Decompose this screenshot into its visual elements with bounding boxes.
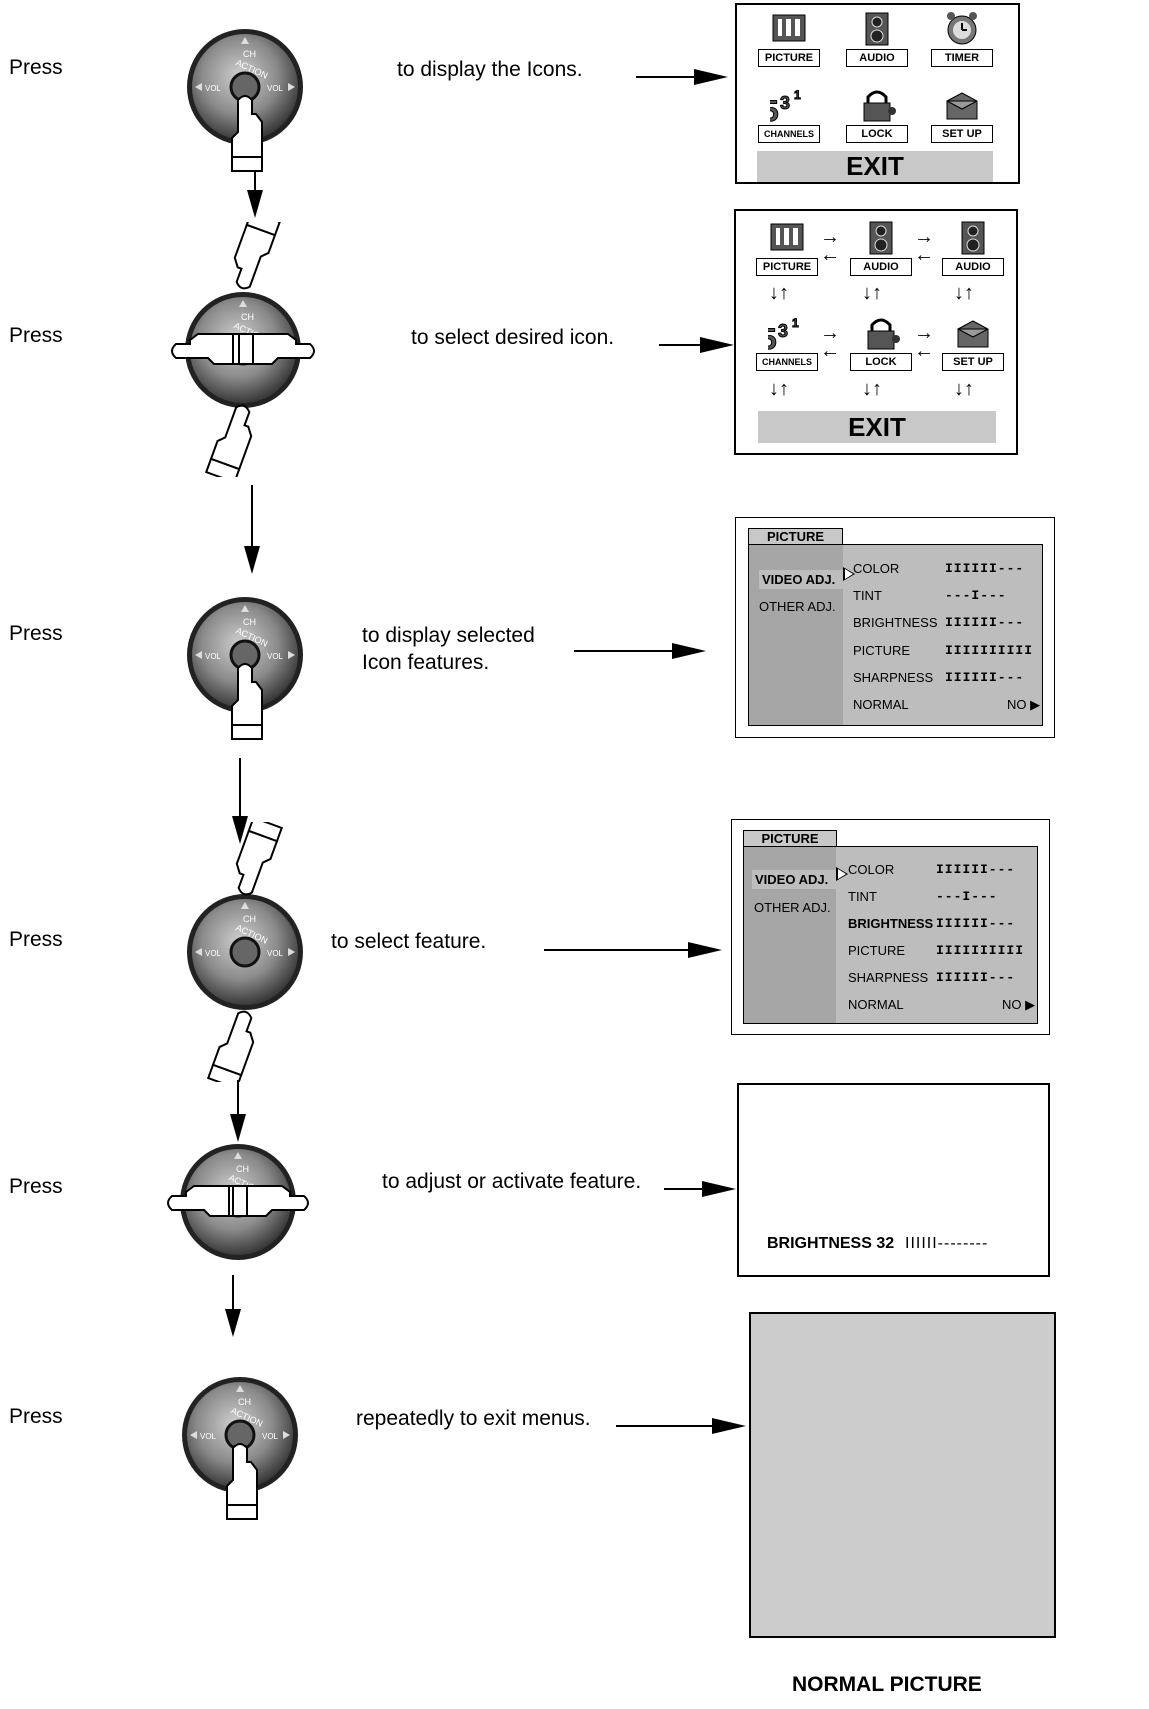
audio-icon: AUDIO <box>850 220 912 276</box>
row-label: SHARPNESS <box>853 670 934 685</box>
press-label-1: Press <box>9 56 63 79</box>
row-value: IIIIII--- <box>936 916 1016 931</box>
adjust-screen: BRIGHTNESS 32 IIIIII-------- <box>737 1083 1050 1277</box>
row-label: TINT <box>853 588 882 603</box>
arrow-left-icon: ← <box>914 340 934 362</box>
svg-text:3: 3 <box>780 93 790 113</box>
row-label: COLOR <box>848 862 895 877</box>
picture-menu-1: PICTURE VIDEO ADJ. OTHER ADJ. COLOR IIII… <box>735 517 1055 738</box>
svg-text:3: 3 <box>778 321 788 341</box>
arrow-down-up-icon: ↓↑ <box>769 282 789 304</box>
menu-tab: PICTURE <box>743 830 837 847</box>
press-label-4: Press <box>9 928 63 951</box>
arrow-left-icon: ← <box>914 244 934 266</box>
row-label: TINT <box>848 889 877 904</box>
setup-icon: SET UP <box>942 315 1004 371</box>
row-value: ---I--- <box>945 588 1007 603</box>
side-item-video: VIDEO ADJ. <box>759 570 847 589</box>
timer-icon: TIMER <box>931 11 993 67</box>
row-label: NORMAL <box>848 997 904 1012</box>
row-value: NO ▶ <box>1007 697 1041 712</box>
picture-icon: PICTURE <box>758 11 820 67</box>
side-item-other: OTHER ADJ. <box>759 599 836 614</box>
row-value: IIIIII--- <box>936 970 1016 985</box>
lock-icon: LOCK <box>850 315 912 371</box>
picture-icon: PICTURE <box>756 220 818 276</box>
step-2-text: to select desired icon. <box>411 326 615 349</box>
row-label: PICTURE <box>853 643 911 658</box>
exit-bar: EXIT <box>757 151 993 182</box>
arrow-down-up-icon: ↓↑ <box>954 378 974 400</box>
step-6-text: repeatedly to exit menus. <box>356 1407 591 1430</box>
row-label: NORMAL <box>853 697 909 712</box>
row-label: COLOR <box>853 561 900 576</box>
row-value: IIIIIIIIII <box>936 943 1025 958</box>
step-1-text: to display the Icons. <box>397 58 583 81</box>
row-value: IIIIIIIIII <box>945 643 1034 658</box>
row-value: NO ▶ <box>1002 997 1036 1012</box>
arrow-right-icon: → <box>820 226 840 248</box>
adjust-label: BRIGHTNESS 32 <box>767 1235 895 1252</box>
remote-left-right-icon <box>167 1142 309 1262</box>
svg-text:5: 5 <box>768 323 777 351</box>
remote-dpad-icon <box>171 222 315 477</box>
side-item-other: OTHER ADJ. <box>754 900 831 915</box>
side-item-video: VIDEO ADJ. <box>752 870 840 889</box>
press-label-5: Press <box>9 1175 63 1198</box>
press-label-2: Press <box>9 324 63 347</box>
audio-icon: AUDIO <box>846 11 908 67</box>
setup-icon: SET UP <box>931 87 993 143</box>
selector-arrow-icon <box>843 567 855 581</box>
row-label: SHARPNESS <box>848 970 929 985</box>
remote-action-button-icon <box>185 595 305 740</box>
row-value: IIIIII--- <box>936 862 1016 877</box>
picture-menu-2: PICTURE VIDEO ADJ. OTHER ADJ. COLOR IIII… <box>731 819 1050 1035</box>
arrow-down-up-icon: ↓↑ <box>862 282 882 304</box>
audio-icon: AUDIO <box>942 220 1004 276</box>
arrow-right-icon: → <box>914 322 934 344</box>
arrow-right-icon: → <box>820 322 840 344</box>
menu-tab: PICTURE <box>748 528 843 545</box>
press-label-6: Press <box>9 1405 63 1428</box>
remote-action-button-icon <box>180 1375 300 1520</box>
arrow-left-icon: ← <box>820 340 840 362</box>
svg-text:1: 1 <box>794 88 801 102</box>
adjust-bar: IIIIII-------- <box>905 1235 989 1252</box>
row-value: IIIIII--- <box>945 615 1025 630</box>
arrow-down-up-icon: ↓↑ <box>769 378 789 400</box>
lock-icon: LOCK <box>846 87 908 143</box>
normal-picture-screen <box>749 1312 1056 1638</box>
selector-arrow-icon <box>836 867 848 881</box>
row-value: ---I--- <box>936 889 998 904</box>
arrow-down-up-icon: ↓↑ <box>862 378 882 400</box>
normal-picture-caption: NORMAL PICTURE <box>792 1673 982 1696</box>
arrow-down-up-icon: ↓↑ <box>954 282 974 304</box>
step-5-text: to adjust or activate feature. <box>382 1170 642 1193</box>
row-label: BRIGHTNESS <box>848 916 934 931</box>
arrow-left-icon: ← <box>820 244 840 266</box>
exit-bar: EXIT <box>758 411 996 443</box>
svg-text:5: 5 <box>770 95 779 123</box>
step-4-text: to select feature. <box>331 930 487 953</box>
svg-text:1: 1 <box>792 316 799 330</box>
remote-up-down-icon <box>185 822 305 1082</box>
row-label: PICTURE <box>848 943 906 958</box>
row-label: BRIGHTNESS <box>853 615 938 630</box>
step-3-text: to display selected Icon features. <box>362 624 535 674</box>
press-label-3: Press <box>9 622 63 645</box>
row-value: IIIIII--- <box>945 670 1025 685</box>
remote-action-button-icon <box>185 27 305 172</box>
row-value: IIIIII--- <box>945 561 1025 576</box>
arrow-right-icon: → <box>914 226 934 248</box>
